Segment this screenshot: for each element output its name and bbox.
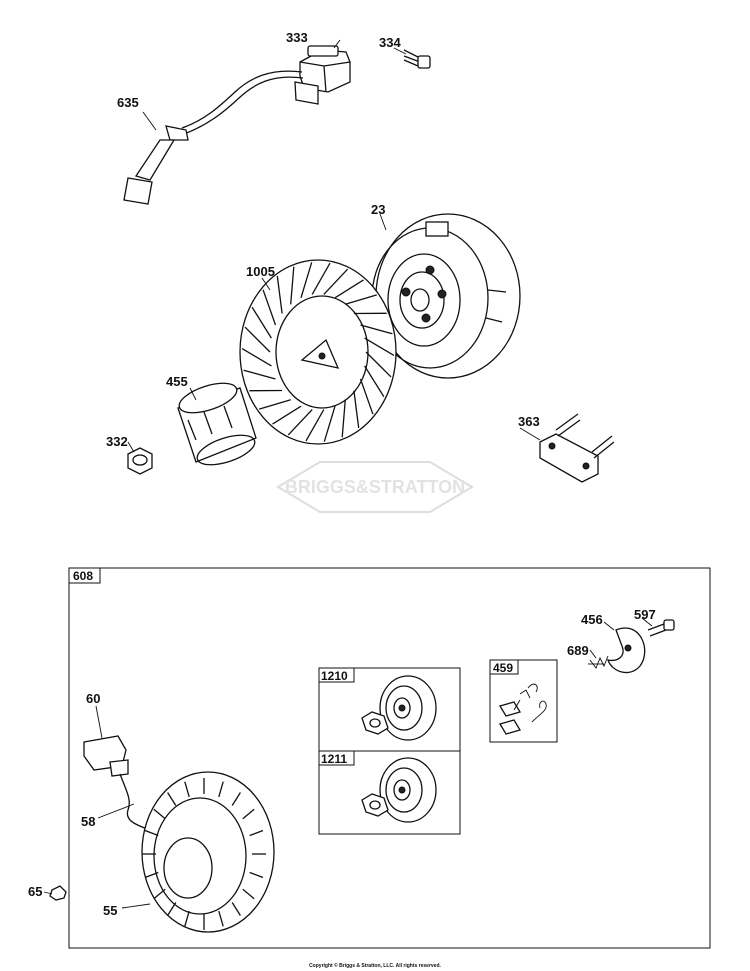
housing-vent-slot xyxy=(184,910,190,927)
kit-1210-tag xyxy=(318,667,355,683)
callout-60: 60 xyxy=(86,691,100,706)
fan-fin xyxy=(243,369,276,380)
kit-1211-tag xyxy=(318,750,355,766)
fan-fin xyxy=(341,399,346,438)
starter-cup-drawing xyxy=(177,382,257,466)
fan-fin xyxy=(364,365,385,398)
fan-fin xyxy=(365,351,392,378)
housing-vent-slot xyxy=(249,871,264,879)
callout-459: 459 xyxy=(493,661,513,675)
fan-fin xyxy=(359,378,374,415)
housing-vent-slot xyxy=(184,781,190,798)
nut-332-drawing xyxy=(127,447,153,475)
brand-watermark: BRIGGS&STRATTON xyxy=(276,461,474,513)
callout-455: 455 xyxy=(166,374,188,389)
bracket-363-drawing xyxy=(539,413,615,483)
assembly-608-frame xyxy=(68,567,711,949)
housing-vent-slot xyxy=(153,888,166,900)
callout-1210: 1210 xyxy=(321,669,348,683)
fan-fin xyxy=(311,262,331,295)
housing-vent-slot xyxy=(218,910,224,927)
starter-handle-drawing xyxy=(83,735,151,831)
housing-vent-slot xyxy=(144,871,159,879)
fan-fin xyxy=(323,268,349,295)
housing-vent-slot xyxy=(231,792,241,806)
ignition-coil-drawing xyxy=(123,45,351,205)
housing-vent-slot xyxy=(144,829,159,837)
callout-332: 332 xyxy=(106,434,128,449)
fan-fin xyxy=(244,326,271,353)
housing-vent-slot xyxy=(249,829,264,837)
housing-vent-slot xyxy=(167,792,177,806)
leader-lines xyxy=(43,39,653,909)
flywheel-drawing xyxy=(371,213,521,379)
fan-fin xyxy=(259,399,291,410)
housing-vent-slot xyxy=(242,888,255,900)
callout-23: 23 xyxy=(371,202,385,217)
fan-fin xyxy=(345,294,377,305)
kit-459-frame xyxy=(489,659,558,743)
callout-608: 608 xyxy=(73,569,93,583)
fan-fin xyxy=(360,324,393,335)
kit-1211-frame xyxy=(318,750,461,835)
pawl-retainer-456-drawing xyxy=(607,627,646,674)
housing-vent-slot xyxy=(242,808,255,820)
pulley-1210-drawing xyxy=(361,675,437,741)
callout-635: 635 xyxy=(117,95,139,110)
callout-597: 597 xyxy=(634,607,656,622)
fan-fin xyxy=(276,275,283,314)
callout-334: 334 xyxy=(379,35,401,50)
fan-fin xyxy=(323,406,336,442)
screw-597-drawing xyxy=(647,619,675,637)
spring-689-drawing xyxy=(588,655,609,669)
pulley-1211-drawing xyxy=(361,757,437,823)
cooling-fan-drawing xyxy=(239,259,397,445)
fan-fin xyxy=(353,390,360,429)
callout-333: 333 xyxy=(286,30,308,45)
callout-1005: 1005 xyxy=(246,264,275,279)
callout-1211: 1211 xyxy=(321,752,347,766)
fan-fin xyxy=(241,348,272,367)
callout-58: 58 xyxy=(81,814,95,829)
fan-fin xyxy=(287,409,313,436)
fan-fin xyxy=(364,337,395,356)
callout-55: 55 xyxy=(103,903,117,918)
fan-fin xyxy=(251,306,272,339)
housing-vent-slot xyxy=(167,902,177,916)
pawl-kit-459-drawing xyxy=(499,683,547,735)
housing-vent-slot xyxy=(218,781,224,798)
fan-fin xyxy=(305,409,325,442)
housing-vent-slot xyxy=(153,808,166,820)
callout-363: 363 xyxy=(518,414,540,429)
callout-65: 65 xyxy=(28,884,42,899)
housing-vent-slot xyxy=(231,902,241,916)
watermark-text: BRIGGS&STRATTON xyxy=(285,477,465,497)
copyright-notice: Copyright © Briggs & Stratton, LLC. All … xyxy=(309,963,441,969)
fan-fin xyxy=(290,266,295,305)
screw-65-drawing xyxy=(49,885,67,901)
assembly-608-tag xyxy=(68,567,101,584)
callout-689: 689 xyxy=(567,643,589,658)
fan-fin xyxy=(272,405,302,425)
fan-fin xyxy=(300,262,313,298)
fan-fin xyxy=(262,289,277,326)
kit-459-tag xyxy=(489,659,519,675)
callout-456: 456 xyxy=(581,612,603,627)
starter-housing-drawing xyxy=(141,771,275,933)
bolt-334-drawing xyxy=(403,49,431,69)
fan-fin xyxy=(334,279,364,299)
